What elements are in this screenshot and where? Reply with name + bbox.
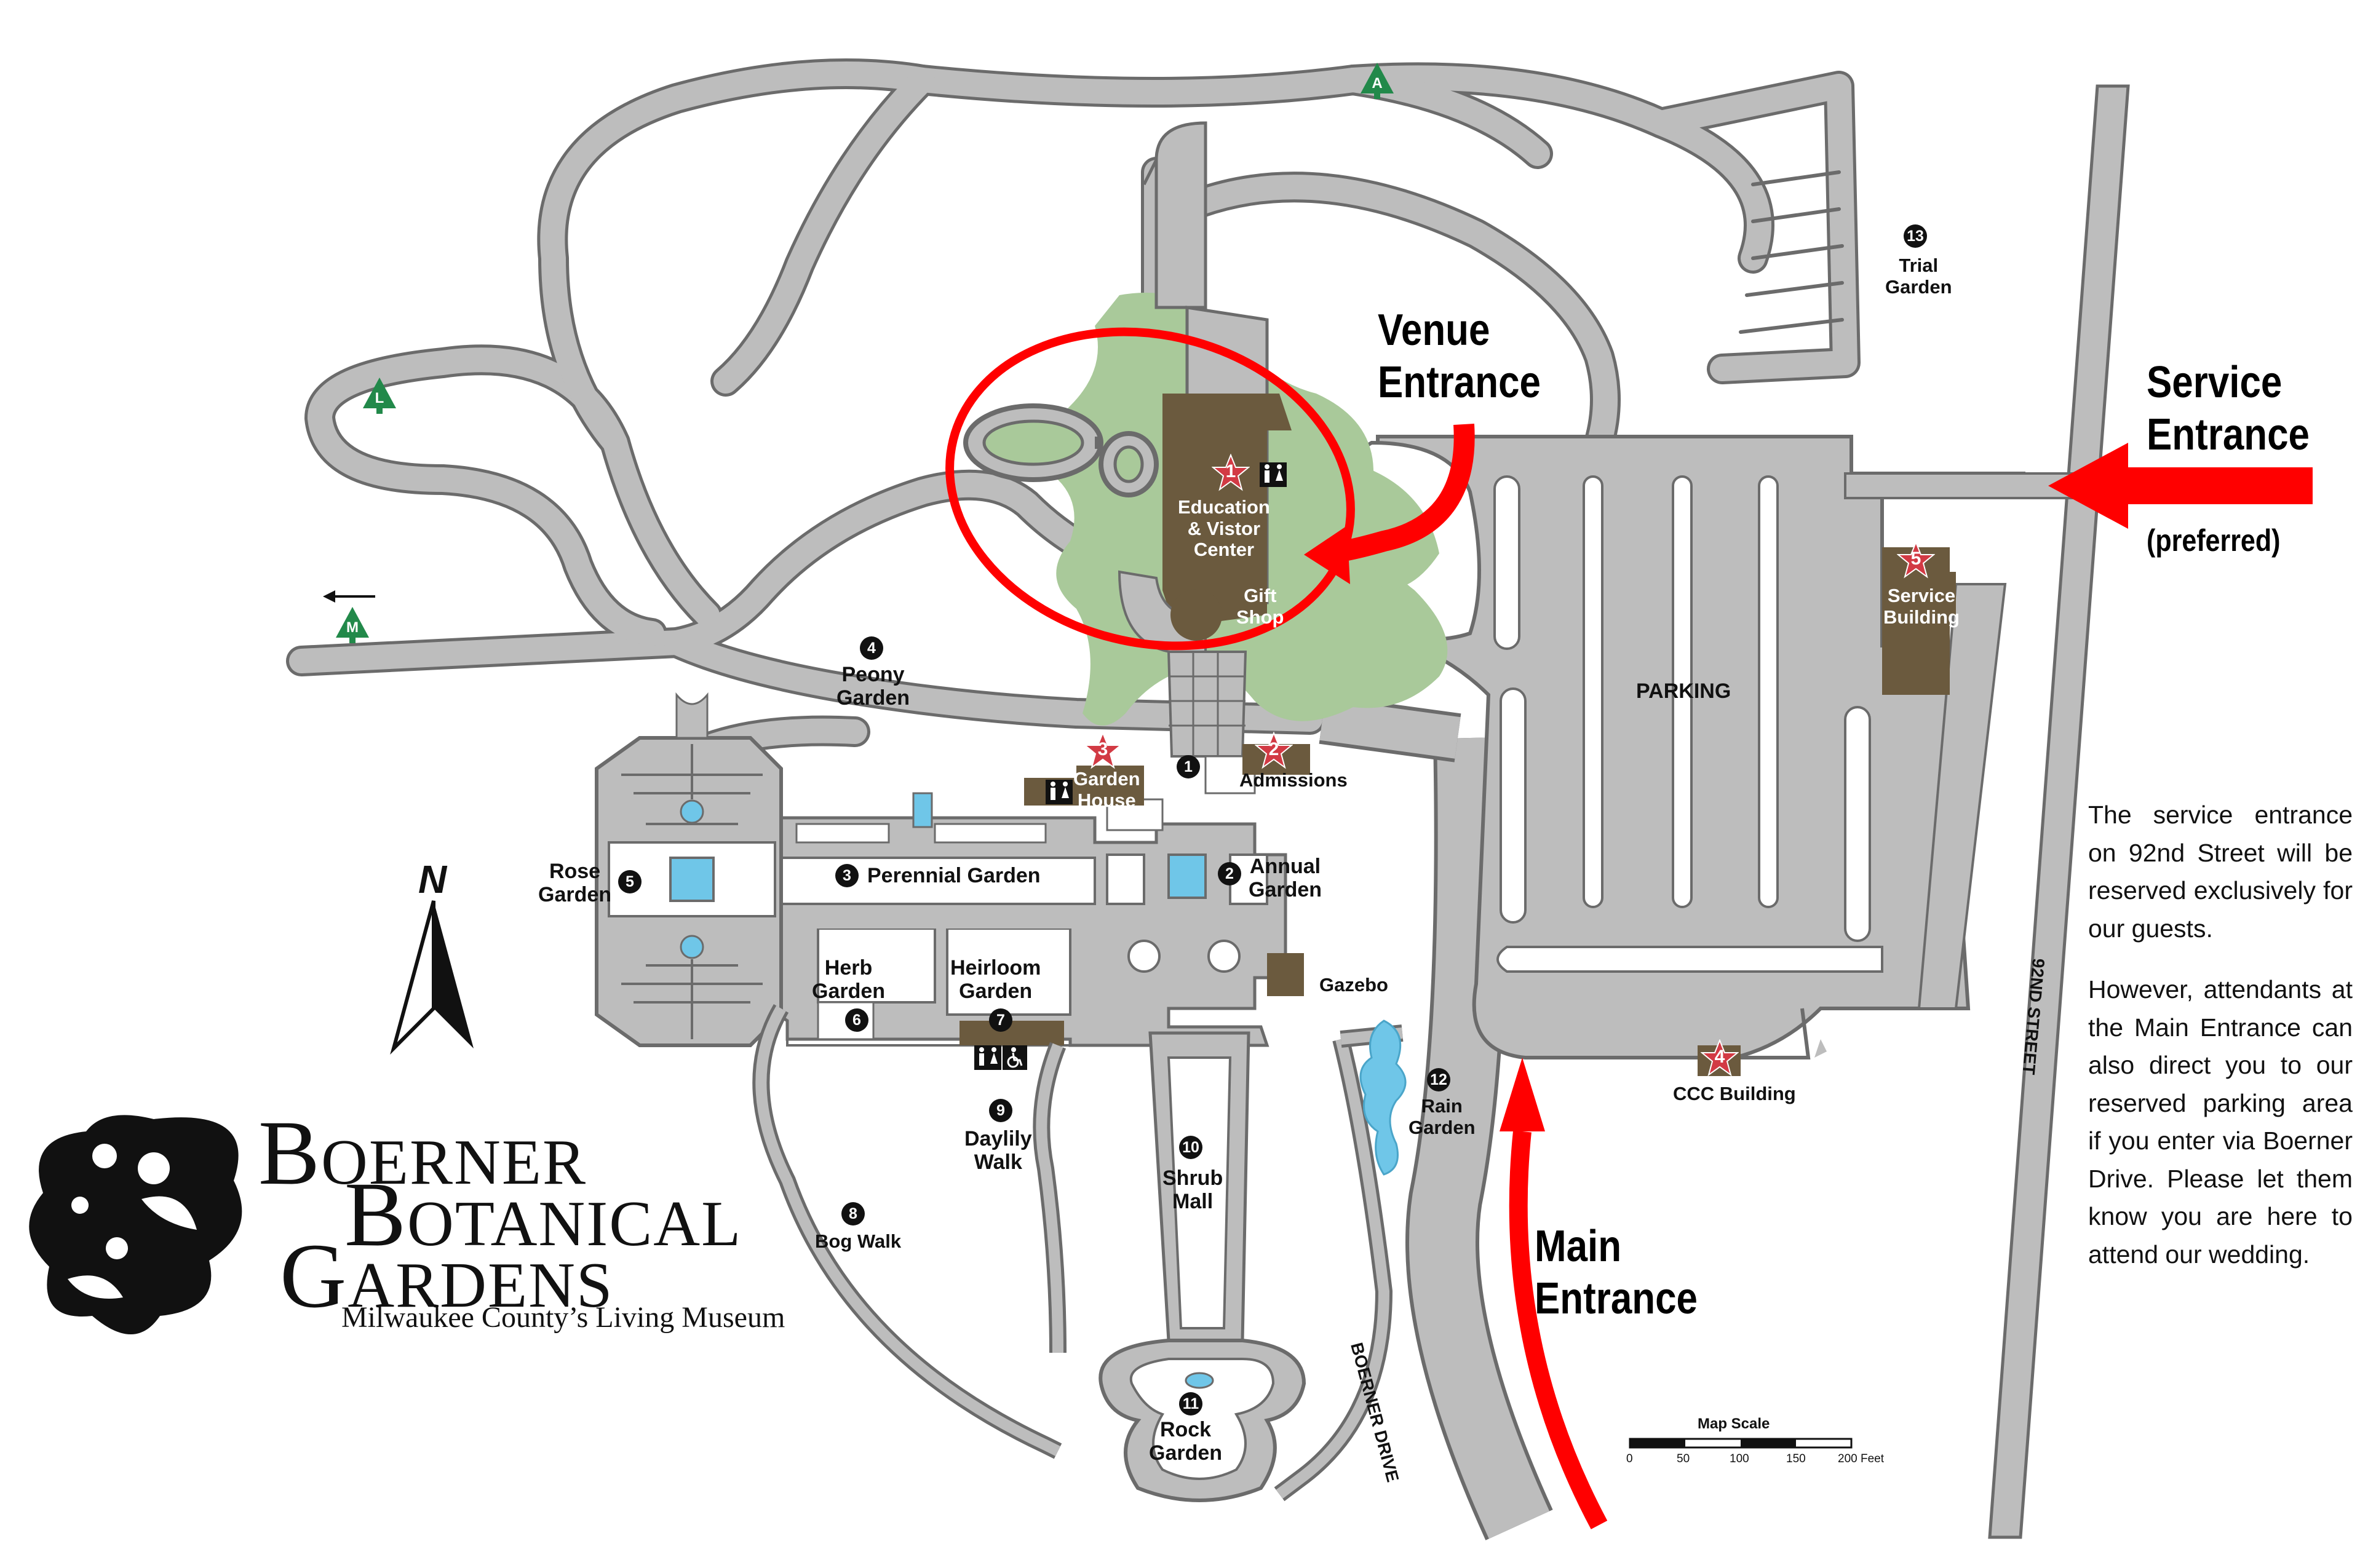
shrub-mall [1099, 1031, 1306, 1502]
badge-7-heirloom-garden: 7 [989, 1008, 1012, 1032]
map-scale-tick: 50 [1677, 1452, 1690, 1465]
west-arrow [323, 590, 375, 603]
label-herb-garden: Herb Garden [812, 956, 886, 1004]
logo-line-3: Gardens [280, 1225, 614, 1327]
badge-13-trial-garden: 13 [1904, 224, 1927, 248]
trail-marker-l-icon: L [362, 376, 397, 414]
service-entrance-line2: Entrance [2147, 410, 2310, 459]
map-scale-tick: 100 [1730, 1452, 1749, 1465]
parking-note: The service entrance on 92nd Street will… [2088, 796, 2353, 1297]
logo-tagline: Milwaukee County’s Living Museum [341, 1301, 785, 1334]
label-garden-house: Garden House [1073, 768, 1140, 811]
label-daylily-walk: Daylily Walk [964, 1127, 1032, 1174]
badge-5-rose-garden: 5 [618, 870, 642, 893]
badge-12-rain-garden: 12 [1427, 1068, 1450, 1091]
star-marker-visitor-center: 1 [1212, 454, 1250, 492]
label-gift-shop: Gift Shop [1236, 585, 1284, 628]
label-parking: PARKING [1636, 679, 1731, 703]
note-paragraph-2: However, attendants at the Main Entrance… [2088, 975, 2353, 1269]
main-entrance-callout: Main Entrance [1535, 1221, 1698, 1325]
label-ccc-building: CCC Building [1673, 1083, 1796, 1104]
star-marker-admissions: 2 [1255, 732, 1293, 770]
label-bog-walk: Bog Walk [815, 1230, 902, 1252]
boerner-drive-road [1319, 695, 1553, 1540]
service-road [1844, 472, 2080, 1010]
restroom-icon [974, 1045, 1001, 1070]
label-service-building: Service Building [1883, 585, 1960, 628]
venue-entrance-line1: Venue [1378, 306, 1490, 355]
star-marker-ccc-building: 4 [1701, 1039, 1739, 1077]
map-scale-tick: 0 [1626, 1452, 1633, 1465]
venue-entrance-line2: Entrance [1378, 357, 1541, 407]
rain-garden-pond [1359, 1020, 1407, 1176]
label-north: N [418, 857, 447, 901]
map-scale-tick: 150 [1786, 1452, 1806, 1465]
badge-10-shrub-mall: 10 [1179, 1136, 1202, 1159]
formal-gardens [767, 755, 1304, 1047]
badge-8-bog-walk: 8 [841, 1202, 865, 1225]
main-arrow [1500, 1058, 1608, 1530]
main-entrance-line1: Main [1535, 1222, 1622, 1271]
trail-marker-m-icon: M [335, 606, 370, 644]
badge-1-entrance: 1 [1177, 755, 1200, 778]
main-entrance-line2: Entrance [1535, 1273, 1698, 1323]
north-arrow [390, 900, 474, 1055]
label-shrub-mall: Shrub Mall [1162, 1166, 1223, 1214]
logo-line-1: Boerner [258, 1102, 587, 1204]
service-preferred-label: (preferred) [2147, 523, 2281, 558]
note-paragraph-1: The service entrance on 92nd Street will… [2088, 801, 2353, 943]
service-arrow [2048, 443, 2313, 529]
venue-arrow [1304, 423, 1475, 584]
label-rain-garden: Rain Garden [1408, 1095, 1476, 1138]
label-admissions: Admissions [1239, 769, 1348, 791]
map-scale-tick: 200 Feet [1838, 1452, 1884, 1465]
92nd-street-road [1988, 84, 2130, 1539]
label-rose-garden: Rose Garden [538, 860, 612, 907]
accessible-icon [1003, 1045, 1027, 1070]
venue-entrance-callout: Venue Entrance [1378, 304, 1541, 409]
badge-3-perennial-garden: 3 [835, 864, 859, 887]
service-entrance-line1: Service [2147, 358, 2283, 407]
logo-emblem [29, 1115, 242, 1334]
visitor-center-complex [963, 121, 1292, 758]
restroom-icon [1046, 780, 1073, 804]
map-scale-bar [1629, 1438, 1853, 1449]
label-heirloom-garden: Heirloom Garden [950, 956, 1041, 1004]
label-gazebo: Gazebo [1319, 974, 1388, 996]
parking-lot [1326, 435, 2025, 1059]
label-annual-garden: Annual Garden [1249, 855, 1322, 902]
star-marker-garden-house: 3 [1084, 732, 1122, 770]
service-entrance-callout: Service Entrance [2147, 357, 2310, 461]
label-education-visitor-center: Education & Vistor Center [1178, 496, 1270, 561]
badge-2-annual-garden: 2 [1218, 862, 1241, 885]
label-trial-garden: Trial Garden [1885, 255, 1952, 298]
star-marker-service-building: 5 [1897, 541, 1935, 579]
badge-6-herb-garden: 6 [845, 1008, 868, 1032]
badge-9-daylily-walk: 9 [989, 1099, 1012, 1122]
badge-11-rock-garden: 11 [1179, 1392, 1202, 1416]
label-perennial-garden: Perennial Garden [867, 864, 1041, 887]
label-peony-garden: Peony Garden [836, 663, 910, 710]
map-scale-title: Map Scale [1698, 1416, 1770, 1432]
rose-garden-octagon [595, 692, 783, 1047]
logo-line-2: Botanical [344, 1163, 742, 1265]
badge-4-peony-garden: 4 [860, 636, 883, 660]
label-rock-garden: Rock Garden [1149, 1418, 1223, 1465]
trail-marker-a-icon: A [1359, 61, 1395, 100]
restroom-icon [1260, 462, 1287, 487]
